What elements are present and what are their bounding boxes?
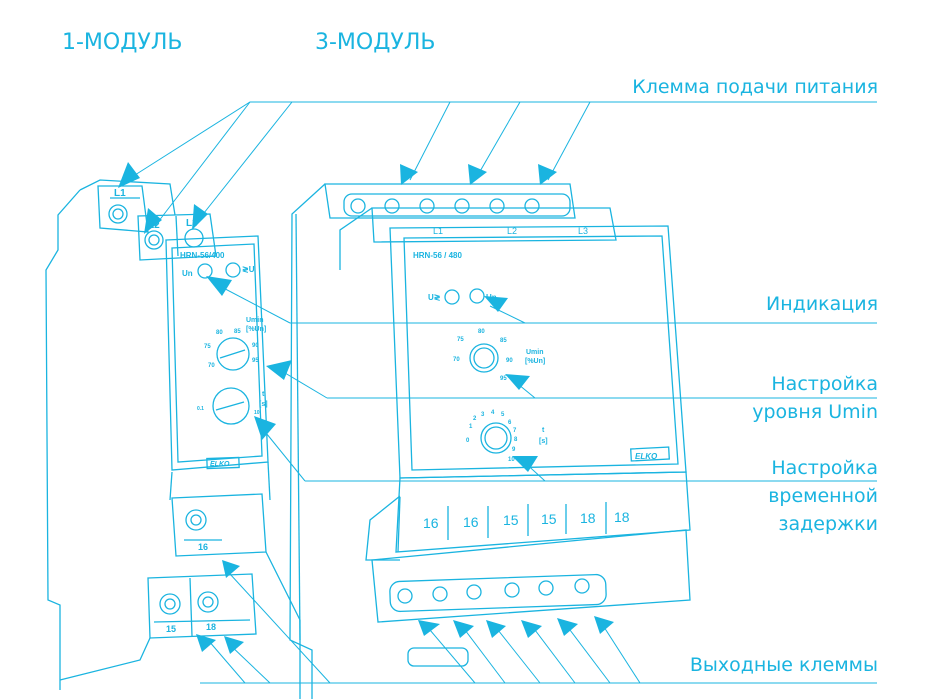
callout-delay-setting-2: временной (768, 485, 878, 507)
callout-umin-setting-1: Настройка (771, 373, 878, 395)
module3-umin-tick: 80 (478, 329, 485, 335)
callout-umin-setting-2: уровня Umin (752, 401, 878, 423)
module3-t-tick: 8 (514, 437, 518, 443)
module1-terminal-L3: L3 (186, 218, 198, 229)
module3-t-tick: 2 (473, 416, 477, 422)
module1-brand-logo: ELKO (210, 461, 230, 468)
module1-t-tick: 0.1 (197, 406, 204, 412)
module3-led-un-label: Un (486, 293, 497, 302)
leader-indication (206, 276, 877, 324)
module3-output-label: 18 (580, 510, 596, 526)
callout-delay-setting-1: Настройка (771, 457, 878, 479)
module3-t-unit: [s] (539, 438, 548, 445)
module3-led-u-label: U≷ (428, 293, 441, 302)
module3-output-label: 15 (541, 511, 557, 527)
leader-umin (266, 360, 877, 399)
module1-t-title: t (262, 391, 265, 398)
arrowheads-power (118, 162, 557, 234)
module1-model: HRN-56/400 (180, 251, 225, 260)
module3-t-tick: 1 (469, 424, 473, 430)
module3-t-title: t (542, 427, 545, 434)
module3-terminal-L2: L2 (507, 226, 517, 236)
module1-umin-tick: 95 (252, 358, 259, 364)
module1-terminal-L2: L2 (148, 220, 160, 231)
module3-umin-title: Umin (526, 349, 544, 356)
module1-umin-tick: 80 (216, 330, 223, 336)
module3-led-u (444, 289, 460, 305)
module3-umin-tick: 75 (457, 337, 464, 343)
module3-umin-tick: 90 (506, 358, 513, 364)
module1-umin-tick: 70 (208, 363, 215, 369)
module1-umin-tick: 85 (234, 329, 241, 335)
leader-delay (254, 416, 877, 482)
module3-t-tick: 6 (508, 420, 512, 426)
module1-umin-dial (216, 337, 250, 371)
module1-led-u (225, 262, 241, 278)
module-3-device (289, 183, 691, 699)
leader-power-terminal (134, 101, 877, 227)
module3-terminal-L3: L3 (578, 226, 588, 236)
module3-t-tick: 0 (466, 438, 470, 444)
module3-t-tick: 7 (513, 428, 517, 434)
module3-output-label: 16 (423, 515, 439, 531)
module3-umin-tick: 95 (500, 376, 507, 382)
module1-led-u-label: ≷U (242, 265, 255, 274)
leader-output (196, 560, 877, 684)
module1-umin-tick: 90 (252, 343, 259, 349)
module1-terminal-L1: L1 (114, 188, 126, 199)
module3-umin-tick: 85 (500, 338, 507, 344)
module3-terminal-L1: L1 (433, 226, 443, 236)
header-1-module: 1-МОДУЛЬ (62, 30, 183, 55)
module3-brand-logo: ELKO (635, 452, 658, 461)
module3-t-tick: 3 (481, 412, 485, 418)
module3-t-tick: 10 (508, 457, 515, 463)
module1-umin-title: Umin (246, 317, 264, 324)
module1-t-tick: 10 (254, 410, 260, 416)
callout-delay-setting-3: задержки (778, 513, 878, 535)
module1-t-dial (212, 387, 250, 425)
callout-indication: Индикация (766, 293, 878, 315)
callout-power-terminal: Клемма подачи питания (632, 76, 878, 98)
module3-output-label: 15 (503, 512, 519, 528)
header-3-module: 3-МОДУЛЬ (315, 30, 436, 55)
module1-led-un (197, 263, 213, 279)
module3-model: HRN-56 / 480 (413, 251, 462, 260)
callout-output-terminals: Выходные клеммы (689, 654, 878, 676)
module1-led-un-label: Un (182, 269, 193, 278)
module3-umin-dial (469, 343, 499, 373)
module1-output-18: 18 (206, 622, 216, 632)
module3-t-tick: 5 (501, 412, 505, 418)
module1-output-16: 16 (198, 542, 208, 552)
module1-umin-tick: 75 (204, 344, 211, 350)
module3-t-dial (480, 422, 512, 454)
module3-umin-unit: [%Un] (525, 358, 545, 365)
module3-t-tick: 4 (491, 410, 495, 416)
module1-t-unit: [s] (259, 401, 268, 408)
module3-output-label: 18 (614, 509, 630, 525)
module3-t-tick: 9 (512, 447, 516, 453)
module3-umin-tick: 70 (453, 357, 460, 363)
module1-umin-unit: [%Un] (246, 326, 266, 333)
module3-led-un (469, 288, 485, 304)
module1-output-15: 15 (166, 624, 176, 634)
module-1-device (45, 179, 301, 699)
module3-output-label: 16 (463, 514, 479, 530)
